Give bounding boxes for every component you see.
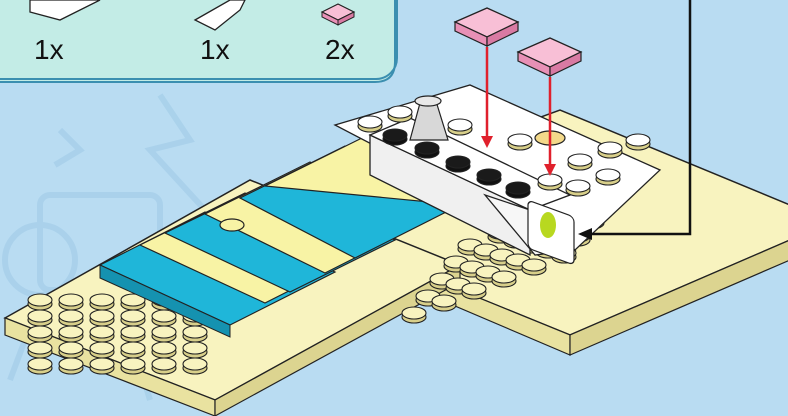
stud: [121, 326, 145, 342]
pink-tile-1: [455, 8, 518, 46]
stud: [90, 342, 114, 358]
stud: [28, 358, 52, 374]
stud: [152, 342, 176, 358]
part-count-1: 1x: [34, 34, 64, 66]
stud: [152, 326, 176, 342]
stud: [121, 342, 145, 358]
stud: [492, 271, 516, 287]
stud: [28, 326, 52, 342]
stud: [432, 295, 456, 311]
stud: [596, 169, 620, 185]
stud: [508, 134, 532, 150]
stud: [59, 358, 83, 374]
stud: [28, 310, 52, 326]
part-count-2: 1x: [200, 34, 230, 66]
stud: [90, 326, 114, 342]
stud: [388, 106, 412, 122]
stud: [59, 294, 83, 310]
stud: [538, 174, 562, 190]
stud: [358, 116, 382, 132]
stud: [522, 259, 546, 275]
stud: [506, 182, 530, 198]
stud: [383, 129, 407, 145]
stud: [59, 310, 83, 326]
stud: [446, 156, 470, 172]
stud: [462, 283, 486, 299]
stud: [152, 358, 176, 374]
stud: [626, 134, 650, 150]
stud: [448, 119, 472, 135]
stud: [415, 142, 439, 158]
stud: [90, 358, 114, 374]
stud: [402, 307, 426, 323]
stud: [90, 294, 114, 310]
stud: [59, 326, 83, 342]
stud: [566, 180, 590, 196]
stud: [90, 310, 114, 326]
stud: [183, 326, 207, 342]
stud: [28, 342, 52, 358]
stud: [121, 310, 145, 326]
stud: [121, 358, 145, 374]
stud: [477, 169, 501, 185]
stud: [28, 294, 52, 310]
stud: [598, 142, 622, 158]
stud: [183, 342, 207, 358]
stud: [152, 310, 176, 326]
stud: [183, 358, 207, 374]
stud: [568, 154, 592, 170]
part-count-3: 2x: [325, 34, 355, 66]
stud: [59, 342, 83, 358]
pink-tile-2: [518, 38, 581, 76]
